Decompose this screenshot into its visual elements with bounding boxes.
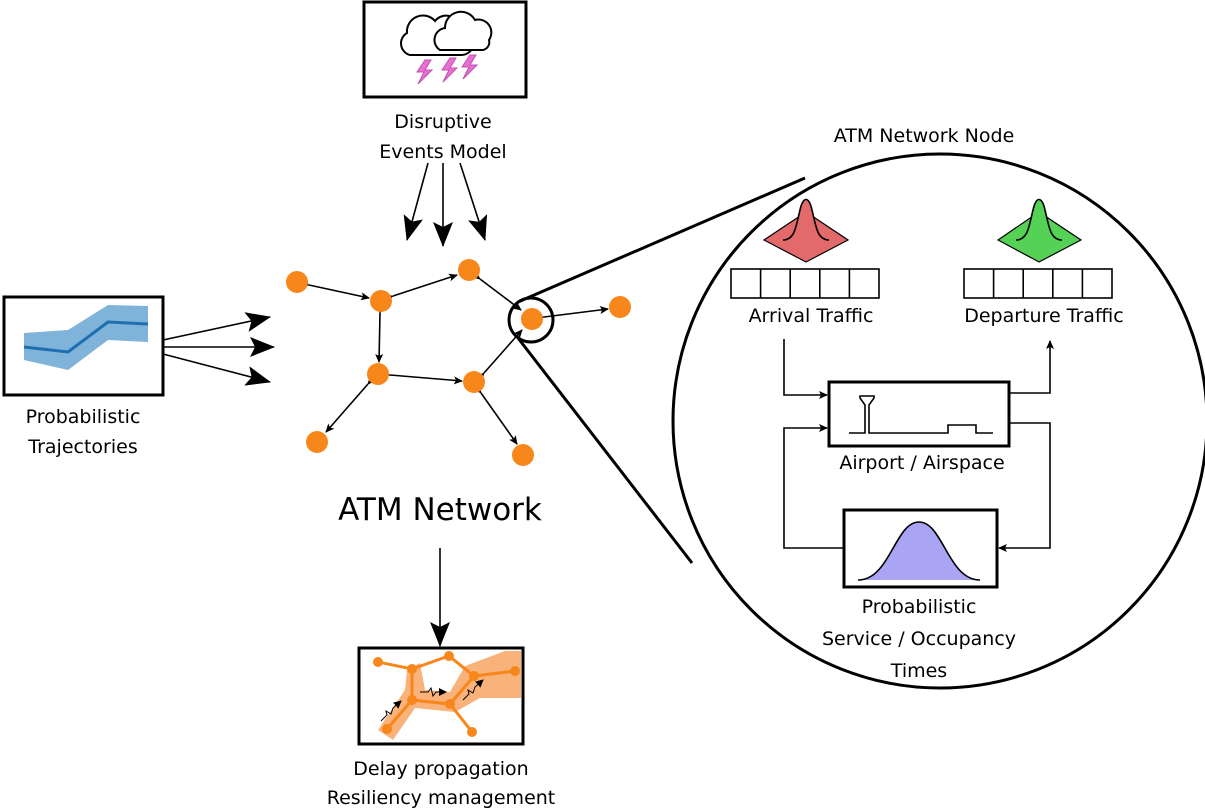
delay-propagation: Delay propagation Resiliency management xyxy=(327,646,556,809)
service-to-airport-arrow xyxy=(783,424,843,549)
network-title: ATM Network xyxy=(338,492,542,528)
network-node xyxy=(306,431,328,453)
atm-network: ATM Network xyxy=(286,259,631,647)
node-detail-title: ATM Network Node xyxy=(834,125,1015,147)
arrival-traffic-label: Arrival Traffic xyxy=(749,305,874,327)
arrival-to-airport-arrow xyxy=(783,339,828,399)
airport-airspace-label: Airport / Airspace xyxy=(839,452,1004,474)
network-node xyxy=(463,371,485,393)
network-node-highlighted xyxy=(521,308,543,330)
arrow xyxy=(162,353,271,386)
trajectories-label-1: Probabilistic xyxy=(26,406,141,428)
disruptive-label-2: Events Model xyxy=(379,141,506,163)
airport-to-departure-arrow xyxy=(1010,340,1054,394)
network-node xyxy=(286,271,308,293)
network-node xyxy=(458,259,480,281)
airport-to-service-arrow xyxy=(998,422,1051,552)
storm-cloud-icon xyxy=(400,10,493,85)
disruptive-events-model: Disruptive Events Model xyxy=(362,0,528,247)
service-distribution-fill xyxy=(858,522,980,580)
network-node xyxy=(370,290,392,312)
service-label-1: Probabilistic xyxy=(862,596,977,618)
arrival-distribution-icon xyxy=(762,198,850,263)
service-label-2: Service / Occupancy xyxy=(822,628,1016,650)
disruptive-label-1: Disruptive xyxy=(394,111,491,133)
disruption-arrows xyxy=(380,679,484,722)
departure-distribution-icon xyxy=(996,198,1083,263)
network-node xyxy=(512,444,534,466)
departure-traffic-label: Departure Traffic xyxy=(964,305,1124,327)
trajectories-label-2: Trajectories xyxy=(27,436,137,458)
network-node xyxy=(609,296,631,318)
probabilistic-trajectories: Probabilistic Trajectories xyxy=(2,295,275,458)
delay-label-1: Delay propagation xyxy=(353,758,528,780)
trajectory-line xyxy=(23,320,149,354)
atm-network-node-detail: ATM Network Node Arrival Traffic Departu… xyxy=(671,125,1205,690)
arrival-queue xyxy=(730,268,880,299)
zoom-line-top xyxy=(517,176,806,304)
service-label-3: Times xyxy=(890,660,947,682)
arrow xyxy=(162,312,271,341)
departure-queue xyxy=(963,268,1113,299)
network-node xyxy=(367,363,389,385)
network-edges xyxy=(300,270,609,445)
control-tower-icon xyxy=(849,395,993,434)
arrow xyxy=(403,162,429,241)
zoom-line-bottom xyxy=(516,337,694,564)
service-distribution-curve xyxy=(857,521,981,581)
delay-label-2: Resiliency management xyxy=(327,787,556,809)
arrow xyxy=(459,162,488,241)
airport-box xyxy=(827,380,1011,448)
